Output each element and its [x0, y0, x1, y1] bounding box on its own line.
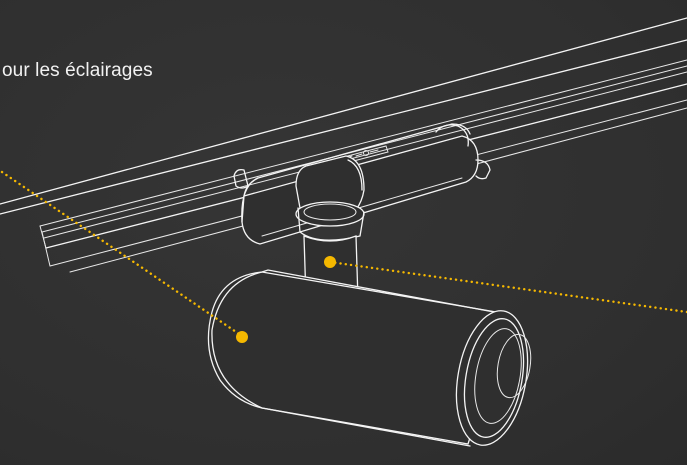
- spot-body-marker[interactable]: [236, 331, 248, 343]
- caption-text: our les éclairages: [2, 60, 153, 81]
- stem-marker[interactable]: [324, 256, 336, 268]
- callout-leaders: [0, 170, 687, 338]
- track-rail: [0, 17, 687, 273]
- swivel-collar: [295, 155, 365, 241]
- spotlight-body: [207, 269, 532, 447]
